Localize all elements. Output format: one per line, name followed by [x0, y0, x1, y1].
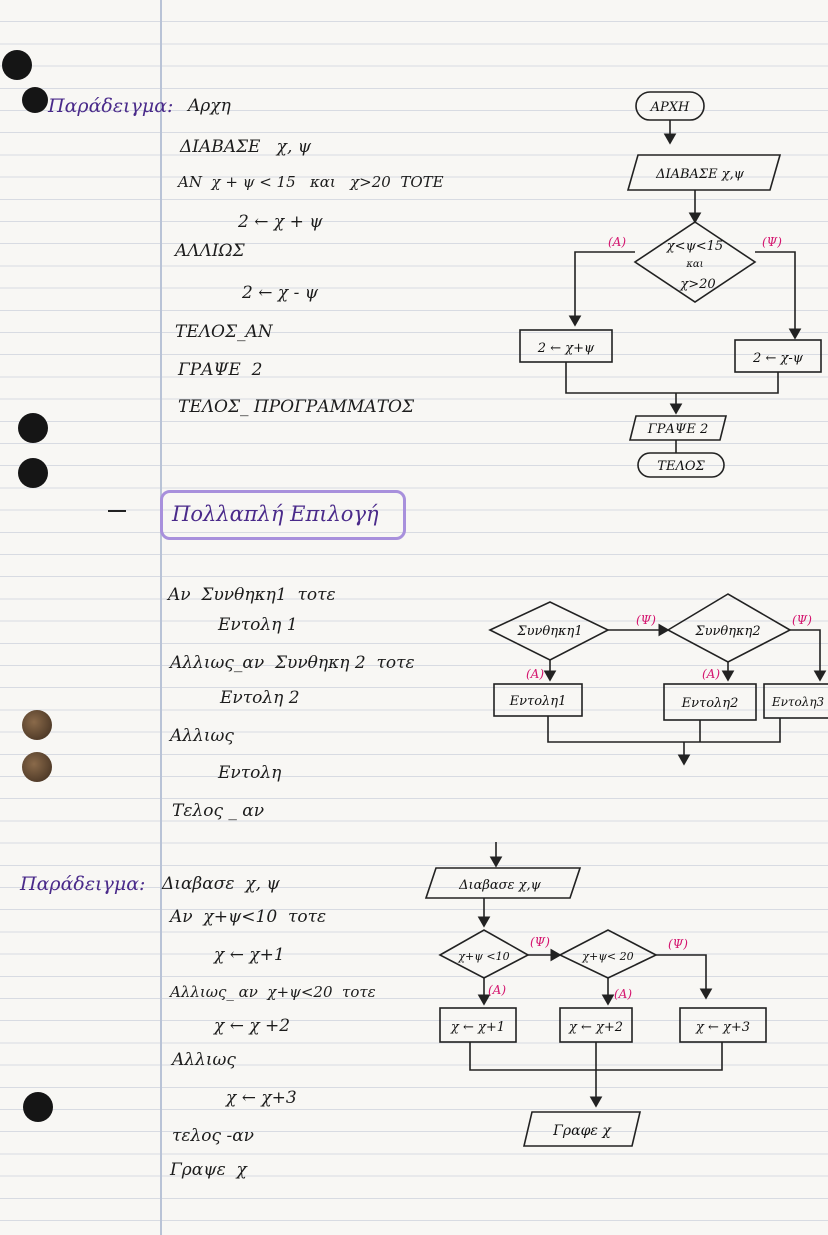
process-label: χ ← χ+1 [450, 1020, 505, 1035]
read-label: ΔΙΑΒΑΣΕ χ,ψ [655, 167, 745, 182]
margin-line [160, 0, 162, 1235]
code-line: Γραψε χ [170, 1160, 247, 1180]
decision-label: χ>20 [679, 277, 715, 292]
code-line: ΓΡΑΨΕ 2 [178, 360, 263, 380]
read-parallelogram [424, 867, 582, 899]
process-box [663, 683, 757, 721]
decision-diamond [633, 221, 757, 303]
example2-label: Παράδειγμα: [20, 873, 146, 895]
yes-label: (Α) [614, 987, 632, 1001]
no-label: (Ψ) [668, 937, 688, 951]
code-line: Εντολη 1 [218, 615, 298, 635]
process-box [439, 1007, 517, 1043]
code-line: Αν Συνθηκη1 τοτε [168, 585, 336, 605]
end-terminal [637, 452, 725, 478]
code-line: Εντολη 2 [220, 688, 300, 708]
no-label: (Ψ) [530, 935, 550, 949]
write-label: ΓΡΑΨΕ 2 [647, 422, 708, 437]
binder-hole [22, 752, 52, 782]
binder-hole [22, 87, 48, 113]
process-box [763, 683, 828, 719]
decision-label: Συνθηκη1 [516, 624, 582, 639]
code-line: Διαβασε χ, ψ [162, 874, 280, 894]
code-line: ΤΕΛΟΣ_ ΠΡΟΓΡΑΜΜΑΤΟΣ [178, 397, 414, 417]
decision-label: χ+ψ< 20 [581, 950, 633, 963]
code-line: Τελος _ αν [172, 801, 265, 821]
code-line: Αν χ+ψ<10 τοτε [170, 907, 327, 927]
code-line: Αρχη [188, 96, 231, 116]
decision-label: και [685, 259, 703, 270]
decision-label: Συνθηκη2 [694, 624, 760, 639]
binder-hole [23, 1092, 53, 1122]
code-line: τελος -αν [172, 1126, 255, 1146]
process-label: 2 ← χ-ψ [752, 351, 804, 366]
process-box [493, 683, 583, 717]
code-line: 2 ← χ + ψ [238, 212, 323, 232]
code-line: Αλλιως_αν Συνθηκη 2 τοτε [170, 653, 415, 673]
code-line: χ ← χ+1 [214, 945, 285, 965]
yes-label: (Α) [608, 235, 626, 249]
code-line: Αλλιως_ αν χ+ψ<20 τοτε [170, 983, 376, 1001]
end-label: ΤΕΛΟΣ [657, 459, 705, 474]
write-label: Γραφε χ [552, 1123, 612, 1139]
decision-label: χ+ψ <10 [457, 950, 509, 963]
code-line: ΑΝ χ + ψ < 15 και χ>20 ΤΟΤΕ [178, 173, 444, 191]
section-heading-box [160, 490, 406, 540]
process-label: χ ← χ+2 [568, 1020, 623, 1035]
section-heading: Πολλαπλή Επιλογή [172, 502, 379, 526]
code-line: Αλλιως [172, 1050, 236, 1070]
example1-label: Παράδειγμα: [48, 95, 174, 117]
yes-label: (Α) [488, 983, 506, 997]
yes-label: (Α) [702, 667, 720, 681]
decision-label: χ<ψ<15 [666, 239, 723, 254]
code-line: Αλλιως [170, 726, 234, 746]
code-line: ΑΛΛΙΩΣ [175, 241, 245, 261]
start-label: ΑΡΧΗ [650, 100, 690, 115]
binder-hole [18, 458, 48, 488]
binder-hole [22, 710, 52, 740]
process-label: Εντολη2 [681, 696, 739, 711]
no-label: (Ψ) [792, 613, 812, 627]
process-label: 2 ← χ+ψ [537, 341, 595, 356]
code-line: ΤΕΛΟΣ_ΑΝ [175, 322, 273, 342]
code-line: χ ← χ+3 [226, 1088, 297, 1108]
process-box [679, 1007, 767, 1043]
read-parallelogram [626, 154, 782, 191]
code-line: χ ← χ +2 [214, 1016, 291, 1036]
code-line: ΔΙΑΒΑΣΕ χ, ψ [180, 137, 312, 157]
no-label: (Ψ) [636, 613, 656, 627]
process-label: Εντολη1 [509, 694, 567, 709]
code-line: 2 ← χ - ψ [242, 283, 319, 303]
no-label: (Ψ) [762, 235, 782, 249]
process-label: Εντολη3 [771, 695, 825, 709]
binder-hole [2, 50, 32, 80]
yes-label: (Α) [526, 667, 544, 681]
write-parallelogram [522, 1111, 642, 1147]
write-parallelogram [628, 415, 728, 441]
read-label: Διαβασε χ,ψ [458, 878, 542, 893]
binder-hole [18, 413, 48, 443]
code-line: Εντολη [218, 763, 282, 783]
dash-mark [108, 510, 126, 512]
process-label: χ ← χ+3 [695, 1020, 750, 1035]
